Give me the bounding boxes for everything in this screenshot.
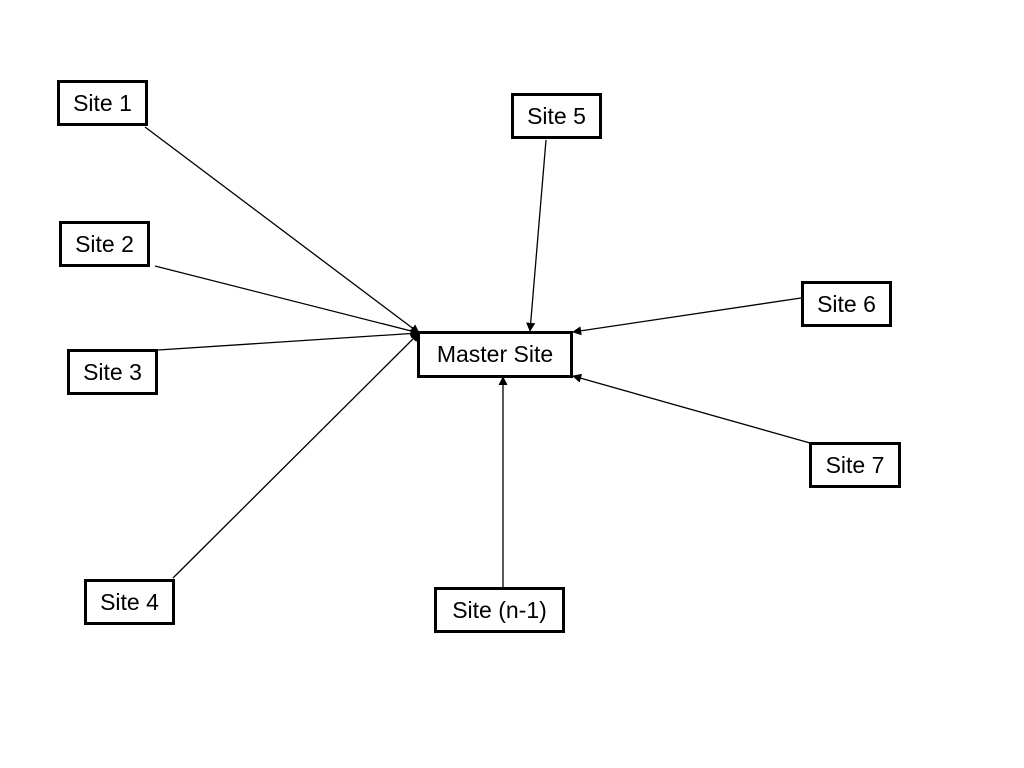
- node-master-site-label: Master Site: [436, 341, 554, 367]
- node-site-5: Site 5: [511, 93, 602, 139]
- node-site-3: Site 3: [67, 349, 158, 395]
- node-site-5-label: Site 5: [527, 102, 586, 129]
- edge-site-3-to-master: [157, 328, 420, 351]
- node-site-1: Site 1: [57, 80, 148, 126]
- node-site-7: Site 7: [809, 442, 901, 488]
- node-site-2: Site 2: [59, 221, 150, 267]
- node-site-6-label: Site 6: [817, 290, 876, 317]
- node-site-7-label: Site 7: [825, 451, 885, 478]
- node-site-2-label: Site 2: [75, 230, 134, 257]
- node-site-6: Site 6: [801, 281, 892, 327]
- edge-site-2-to-master: [154, 265, 420, 336]
- node-site-4: Site 4: [84, 579, 175, 625]
- edge-site-5-to-master: [526, 139, 547, 332]
- node-master-site: Master Site: [417, 331, 573, 378]
- edge-site-7-to-master: [572, 373, 811, 444]
- edge-site-1-to-master: [144, 126, 420, 334]
- node-site-1-label: Site 1: [73, 89, 132, 116]
- node-site-4-label: Site 4: [100, 588, 159, 615]
- node-site-n-1-label: Site (n-1): [452, 596, 547, 623]
- edge-site-6-to-master: [572, 297, 802, 336]
- node-site-3-label: Site 3: [83, 358, 142, 385]
- edge-site-4-to-master: [172, 332, 420, 579]
- node-site-n-1: Site (n-1): [434, 587, 565, 633]
